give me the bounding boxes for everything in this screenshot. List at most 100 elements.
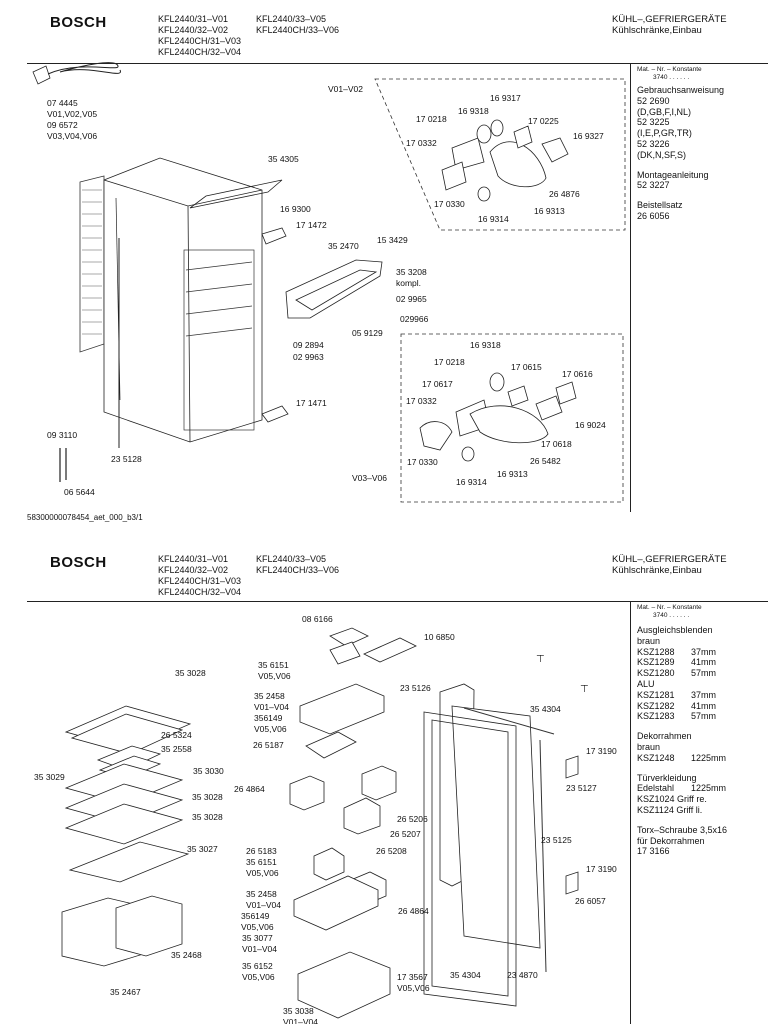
part-number-label: V05,V06: [258, 671, 291, 681]
part-number-label: V01–V02: [328, 84, 363, 94]
part-number-label: 09 3110: [47, 430, 77, 440]
part-number-label: 26 4864: [234, 784, 265, 794]
hinge-upper: [261, 227, 287, 245]
model-item: KFL2440CH/33–V06: [256, 25, 340, 35]
category-line: KÜHL–,GEFRIERGERÄTE: [612, 14, 727, 25]
part-number-label: 35 3027: [187, 844, 218, 854]
part-number-label: 26 4876: [549, 189, 580, 199]
bracket-upper: [565, 755, 579, 779]
part-number-label: 35 3029: [34, 772, 65, 782]
part-number-label: 26 5324: [161, 730, 192, 740]
part-number-label: 35 6151: [246, 857, 277, 867]
part-number-label: V05,V06: [254, 724, 287, 734]
sidebar-line: Ausgleichsblenden: [637, 625, 713, 635]
part-number-label: 17 0330: [407, 457, 438, 467]
part-number-label: 26 5207: [390, 829, 421, 839]
spec-key: KSZ1289: [637, 657, 675, 668]
drawing-id: 58300000078454_aet_000_b3/1: [27, 513, 143, 522]
lamp-assembly-upper: [441, 119, 569, 202]
part-number-label: 09 6572: [47, 120, 78, 130]
part-number-label: V03–V06: [352, 473, 387, 483]
category-line: Kühlschränke,Einbau: [612, 25, 702, 36]
category-header: KÜHL–,GEFRIERGERÄTE Kühlschränke,Einbau: [612, 554, 727, 576]
part-number-label: 10 6850: [424, 632, 455, 642]
sidebar-divider: [630, 63, 631, 512]
part-number-label: 15 3429: [377, 235, 408, 245]
spec-value: 37mm: [691, 646, 717, 657]
detail-box-v03-v06: [400, 333, 624, 503]
sidebar-spec-row: KSZ1289 41mm: [637, 657, 765, 668]
brand-logo: BOSCH: [50, 554, 107, 571]
page-2: BOSCH KFL2440/31–V01 KFL2440/32–V02 KFL2…: [0, 512, 768, 1024]
parts-sidebar: Mat. – Nr. – Konstante 3740 . . . . . . …: [637, 66, 765, 222]
model-item: KFL2440CH/32–V04: [158, 47, 242, 57]
part-number-label: V01–V04: [283, 1017, 318, 1024]
part-number-label: 26 5183: [246, 846, 277, 856]
model-item: KFL2440CH/31–V03: [158, 36, 242, 46]
sidebar-line: für Dekorrahmen: [637, 835, 705, 846]
sidebar-gap: [637, 764, 765, 773]
spec-key: KSZ1282: [637, 700, 675, 711]
part-number-label: 26 5206: [397, 814, 428, 824]
part-number-label: V05,V06: [246, 868, 279, 878]
model-list-left: KFL2440/31–V01 KFL2440/32–V02 KFL2440CH/…: [158, 14, 241, 58]
part-number-label: 35 2468: [171, 950, 202, 960]
part-number-label: 17 0618: [541, 439, 572, 449]
sidebar-gap: [637, 191, 765, 200]
model-item: KFL2440CH/31–V03: [158, 576, 242, 586]
egg-tray-drawing: [305, 627, 417, 759]
spec-value: 41mm: [691, 700, 717, 711]
part-number-label: 35 3028: [192, 812, 223, 822]
mat-header: Mat. – Nr. – Konstante: [637, 66, 702, 73]
part-number-label: 35 2467: [110, 987, 141, 997]
part-number-label: 17 0218: [434, 357, 465, 367]
part-number-label: 23 4870: [507, 970, 538, 980]
part-number-label: 17 0332: [406, 396, 437, 406]
part-number-label: 35 2558: [161, 744, 192, 754]
spec-key: KSZ1288: [637, 646, 675, 657]
sidebar-line: Dekorrahmen: [637, 731, 692, 742]
part-number-label: 26 5482: [530, 456, 561, 466]
part-number-label: 17 0330: [434, 199, 465, 209]
part-number-label: V05,V06: [397, 983, 430, 993]
model-item: KFL2440CH/33–V06: [256, 565, 340, 575]
spec-value: 57mm: [691, 711, 717, 722]
sidebar-line: Torx–Schraube 3,5x16: [637, 824, 728, 835]
part-number-label: 35 6151: [258, 660, 289, 670]
model-item: KFL2440/32–V02: [158, 565, 229, 575]
sidebar-line: KSZ1124 Griff li.: [637, 804, 703, 815]
category-header: KÜHL–,GEFRIERGERÄTE Kühlschränke,Einbau: [612, 14, 727, 36]
spec-key: KSZ1280: [637, 668, 675, 679]
sidebar-line: Türverkleidung: [637, 772, 697, 783]
part-number-label: kompl.: [396, 278, 421, 288]
model-item: KFL2440/31–V01: [158, 554, 229, 564]
panel-drawing: [285, 259, 383, 319]
condenser-drawing: [79, 175, 105, 353]
lamp-assembly-lower: [419, 372, 577, 462]
part-number-label: V03,V04,V06: [47, 131, 97, 141]
part-number-label: 35 2458: [246, 889, 277, 899]
brand-logo: BOSCH: [50, 14, 107, 31]
part-number-label: 26 4864: [398, 906, 429, 916]
sidebar-line: Beistellsatz: [637, 200, 683, 211]
part-number-label: V01–V04: [246, 900, 281, 910]
part-number-label: 16 9314: [478, 214, 509, 224]
sidebar-line: (I,E,P,GR,TR): [637, 128, 692, 139]
header-divider: [27, 63, 768, 64]
sidebar-line: 52 3225: [637, 117, 670, 128]
bracket-lower: [565, 871, 579, 895]
part-number-label: 35 3038: [283, 1006, 314, 1016]
spec-value: 41mm: [691, 657, 717, 668]
sidebar-line: 17 3166: [637, 846, 670, 857]
door-frame-drawing: [423, 683, 555, 1007]
part-number-label: 16 9314: [456, 477, 487, 487]
spec-value: 57mm: [691, 668, 717, 679]
model-list-left: KFL2440/31–V01 KFL2440/32–V02 KFL2440CH/…: [158, 554, 241, 598]
sidebar-spec-row: KSZ1288 37mm: [637, 647, 765, 658]
